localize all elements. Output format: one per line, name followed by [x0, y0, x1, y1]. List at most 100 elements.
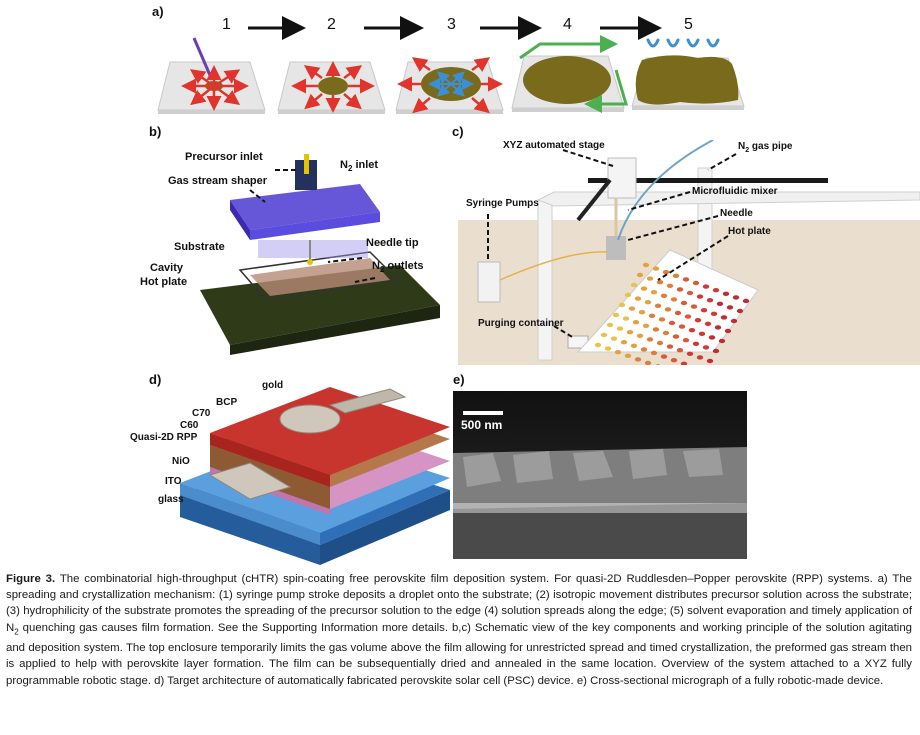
- well: [682, 277, 690, 282]
- well: [632, 320, 640, 325]
- well: [624, 353, 632, 358]
- layer-label-c60: C60: [180, 420, 199, 431]
- well: [650, 290, 658, 295]
- well: [674, 310, 682, 316]
- well: [648, 313, 656, 318]
- well: [630, 343, 638, 348]
- step-1-label: 1: [222, 16, 231, 33]
- well: [696, 355, 704, 360]
- well: [680, 300, 688, 306]
- well: [712, 288, 720, 293]
- well: [716, 301, 724, 306]
- well: [636, 272, 644, 278]
- well: [600, 332, 608, 338]
- well: [662, 330, 670, 336]
- well: [626, 330, 634, 335]
- callout-purging-container: Purging container: [478, 318, 564, 329]
- well: [640, 347, 648, 352]
- well: [642, 262, 650, 268]
- callout-hot-plate-c: Hot plate: [728, 226, 771, 237]
- well: [684, 314, 692, 319]
- well: [656, 280, 664, 285]
- callout-hot-plate: Hot plate: [140, 276, 188, 288]
- substrate-step-3: [395, 57, 504, 114]
- stage-rail: [588, 178, 828, 183]
- figure-label: Figure 3.: [6, 573, 56, 585]
- well: [672, 334, 680, 339]
- well: [730, 318, 738, 324]
- callout-n2-inlet: N2 inlet: [340, 159, 379, 174]
- scale-bar: [463, 411, 503, 415]
- caption-text-part-2: quenching gas causes film formation. See…: [6, 621, 912, 687]
- layer-label-nio: NiO: [172, 456, 190, 467]
- well: [672, 273, 680, 278]
- panel-d-label: d): [149, 372, 162, 387]
- needle-tip-dot: [307, 259, 313, 265]
- well: [620, 340, 628, 345]
- well: [652, 327, 660, 332]
- well: [680, 361, 688, 365]
- callout-cavity: Cavity: [150, 262, 184, 274]
- well: [742, 298, 750, 304]
- well: [724, 328, 732, 334]
- substrate-step-4: [511, 35, 629, 113]
- well: [634, 296, 642, 301]
- substrate-step-2: [277, 61, 386, 114]
- well: [630, 282, 638, 288]
- well: [642, 323, 650, 328]
- well: [646, 337, 654, 342]
- caption-text-part-1: The combinatorial high-throughput (cHTR)…: [6, 573, 912, 634]
- well: [692, 280, 700, 286]
- well: [662, 270, 670, 275]
- well: [696, 294, 704, 299]
- callout-gas-stream-shaper: Gas stream shaper: [168, 175, 268, 187]
- well: [710, 311, 718, 316]
- n2-inlet-tube: [295, 160, 317, 190]
- well: [720, 315, 728, 320]
- well: [610, 336, 618, 341]
- precursor-inlet-tube: [304, 154, 309, 174]
- c60-c70-bcp-stack: [210, 387, 450, 475]
- well: [614, 350, 622, 355]
- well: [676, 287, 684, 292]
- callout-xyz-stage: XYZ automated stage: [503, 140, 605, 151]
- layer-label-glass: glass: [158, 494, 184, 505]
- figure-caption: Figure 3. The combinatorial high-through…: [6, 571, 912, 689]
- well: [700, 308, 708, 313]
- well: [638, 310, 646, 315]
- well: [678, 324, 686, 329]
- panel-a-figure: [157, 16, 745, 114]
- well: [604, 346, 612, 351]
- well: [726, 305, 734, 310]
- well: [732, 295, 740, 300]
- scale-bar-label: 500 nm: [461, 418, 503, 432]
- ito-contact-pad: [208, 462, 292, 500]
- well: [714, 325, 722, 330]
- well: [686, 290, 694, 296]
- well: [706, 298, 714, 303]
- well: [722, 291, 730, 296]
- well: [692, 341, 700, 346]
- well: [736, 308, 744, 314]
- well: [658, 317, 666, 322]
- substrate-step-5: [631, 38, 745, 110]
- layer-label-c70: C70: [192, 408, 211, 419]
- callout-substrate: Substrate: [174, 241, 225, 253]
- well: [656, 340, 664, 346]
- well: [636, 333, 644, 338]
- step-3-label: 3: [447, 16, 456, 33]
- substrate-step-1: [157, 37, 266, 114]
- well-grid: [594, 262, 750, 365]
- callout-n2-gas-pipe: N2 gas pipe: [738, 141, 793, 154]
- well: [670, 297, 678, 302]
- panel-d-figure: [180, 387, 450, 565]
- well: [704, 321, 712, 326]
- layer-label-bcp: BCP: [216, 397, 238, 408]
- well: [612, 312, 620, 318]
- well: [682, 338, 690, 343]
- well: [640, 286, 648, 291]
- well: [688, 328, 696, 333]
- panel-e-label: e): [453, 372, 465, 387]
- well: [666, 344, 674, 349]
- well: [654, 303, 662, 308]
